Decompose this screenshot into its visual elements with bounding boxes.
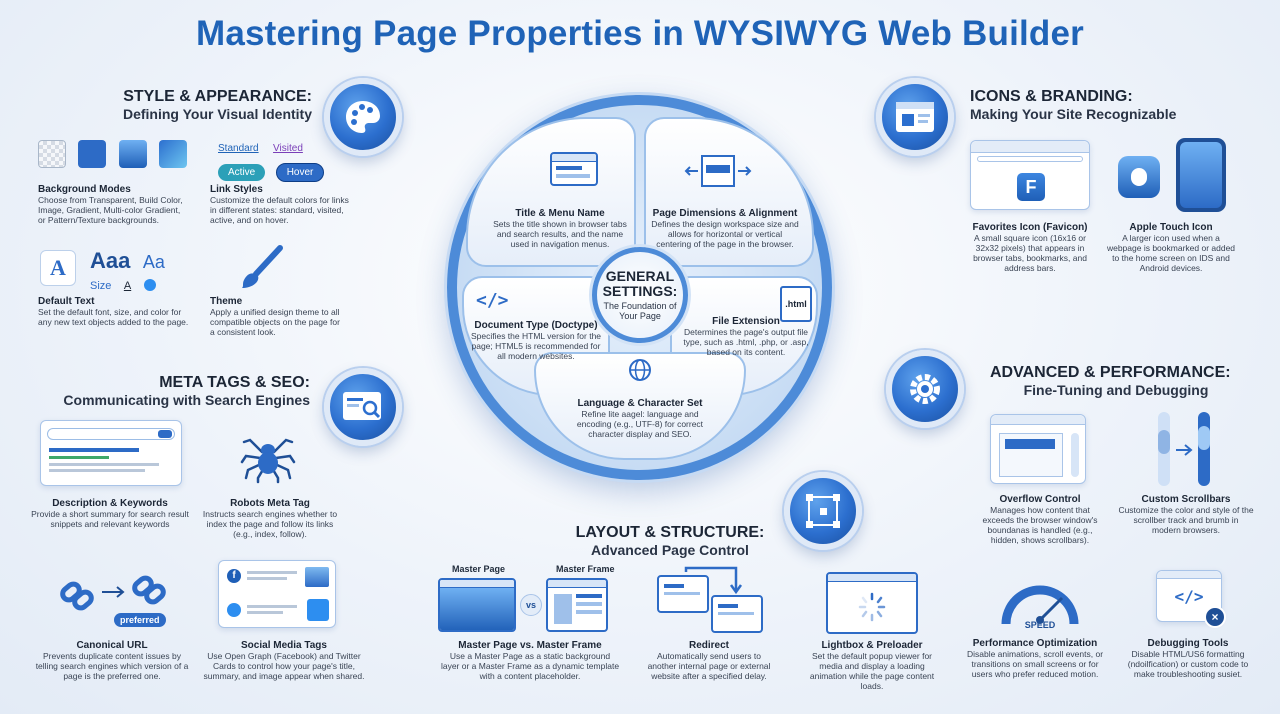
social-card-preview: f [218,560,336,628]
close-icon: × [1204,606,1226,628]
layout-grid-icon [806,494,840,528]
facebook-icon: f [227,569,241,583]
advanced-section-header: ADVANCED & PERFORMANCE: Fine-Tuning and … [990,364,1231,398]
robots-meta-text: Robots Meta Tag Instructs search engines… [202,498,338,539]
swatch-color[interactable] [78,140,107,168]
speed-label: SPEED [1024,620,1056,630]
performance-badge [886,350,964,428]
arrow-right-icon [1176,444,1193,456]
search-icon [158,430,172,438]
style-section-header: STYLE & APPEARANCE: Defining Your Visual… [122,88,312,122]
canonical-url-text: Canonical URL Prevents duplicate content… [35,640,189,681]
segment-file-extension-text: File Extension Determines the page's out… [683,316,809,357]
default-text-samples: Aaa Aa Size A [90,248,165,292]
page-title: Mastering Page Properties in WYSIWYG Web… [195,14,1084,53]
search-window-icon [343,392,381,420]
paintbrush-icon [242,245,283,288]
performance-text: Performance Optimization Disable animati… [966,638,1104,679]
master-frame-label: Master Frame [556,564,615,574]
swatch-gradient[interactable] [159,140,188,168]
link-style-samples: Standard Visited Active Hover [218,138,328,182]
layout-badge [784,472,862,550]
custom-scrollbars-text: Custom Scrollbars Customize the color an… [1118,494,1254,535]
link-styles-text: Link Styles Customize the default colors… [210,184,349,225]
general-settings-hub: GENERAL SETTINGS: The Foundation of Your… [592,247,688,343]
vs-badge: vs [520,594,542,616]
palette-icon [346,101,380,133]
code-icon: </> [1174,587,1204,606]
phone-icon [1176,138,1226,212]
overflow-window-preview [990,414,1086,484]
master-frame-icon [546,578,608,632]
description-keywords-text: Description & Keywords Provide a short s… [31,498,189,529]
segment-doctype-text: Document Type (Doctype) Specifies the HT… [470,320,602,361]
hub-title: GENERAL SETTINGS: [602,268,678,299]
segment-title-menu-text: Title & Menu Name Sets the title shown i… [493,208,627,249]
twitter-card-icon [307,599,329,621]
social-media-text: Social Media Tags Use Open Graph (Facebo… [203,640,365,681]
layout-section-header: LAYOUT & STRUCTURE: Advanced Page Contro… [575,524,765,558]
segment-page-dimensions-text: Page Dimensions & Alignment Defines the … [651,208,799,249]
debug-window-preview: </> [1156,570,1222,622]
link-active[interactable]: Active [218,164,266,181]
palette-badge [324,78,402,156]
browser-icon [896,102,934,132]
background-modes-text: Background Modes Choose from Transparent… [38,184,183,225]
favicon-browser-preview: F [970,140,1090,210]
dimensions-icon [684,155,752,187]
text-format-icon: A [40,250,76,286]
icons-section-header: ICONS & BRANDING: Making Your Site Recog… [970,88,1177,122]
link-visited[interactable]: Visited [273,143,303,154]
link-hover[interactable]: Hover [275,163,325,182]
globe-icon [629,359,651,381]
twitter-icon [227,603,241,617]
gear-icon [910,374,940,404]
apple-icon [1118,156,1160,198]
swatch-transparent[interactable] [38,140,66,168]
overflow-control-text: Overflow Control Manages how content tha… [982,494,1098,545]
background-swatches [38,140,188,173]
search-bar[interactable] [47,428,175,440]
scrollbar-track-custom[interactable] [1198,412,1210,486]
file-extension-icon: .html [780,286,812,322]
image-thumb-icon [305,567,329,587]
lightbox-window-icon [826,572,918,634]
spider-icon [240,438,296,484]
canonical-link-icon [60,575,166,611]
default-text-text: Default Text Set the default font, size,… [38,296,189,327]
color-dot [143,278,156,291]
master-page-label: Master Page [452,564,506,574]
redirect-text: Redirect Automatically send users to ano… [647,640,771,681]
favicon-sample: F [1017,173,1045,201]
preferred-badge: preferred [114,613,166,627]
favicon-text: Favorites Icon (Favicon) A small square … [972,222,1088,273]
master-page-icon [438,578,516,632]
debugging-tools-text: Debugging Tools Disable HTML/US6 formatt… [1127,638,1249,679]
browser-window-icon [550,152,598,186]
speedometer-icon [1001,585,1079,625]
redirect-icon [657,566,763,633]
code-tag-icon: </> [476,290,509,311]
loading-spinner-icon [858,592,886,622]
lightbox-preloader-text: Lightbox & Preloader Set the default pop… [809,640,935,691]
seo-badge [324,368,402,446]
link-standard[interactable]: Standard [218,143,259,154]
scrollbar-track-default[interactable] [1158,412,1170,486]
segment-language-text: Language & Character Set Refine lite aag… [576,398,704,439]
swatch-image[interactable] [118,140,147,168]
meta-section-header: META TAGS & SEO: Communicating with Sear… [63,374,310,408]
master-page-frame-text: Master Page vs. Master Frame Use a Maste… [440,640,620,681]
branding-badge [876,78,954,156]
theme-text: Theme Apply a unified design theme to al… [210,296,340,337]
hub-subtitle: The Foundation of Your Page [603,301,677,321]
apple-touch-text: Apple Touch Icon A larger icon used when… [1106,222,1236,273]
search-result-preview [40,420,182,486]
